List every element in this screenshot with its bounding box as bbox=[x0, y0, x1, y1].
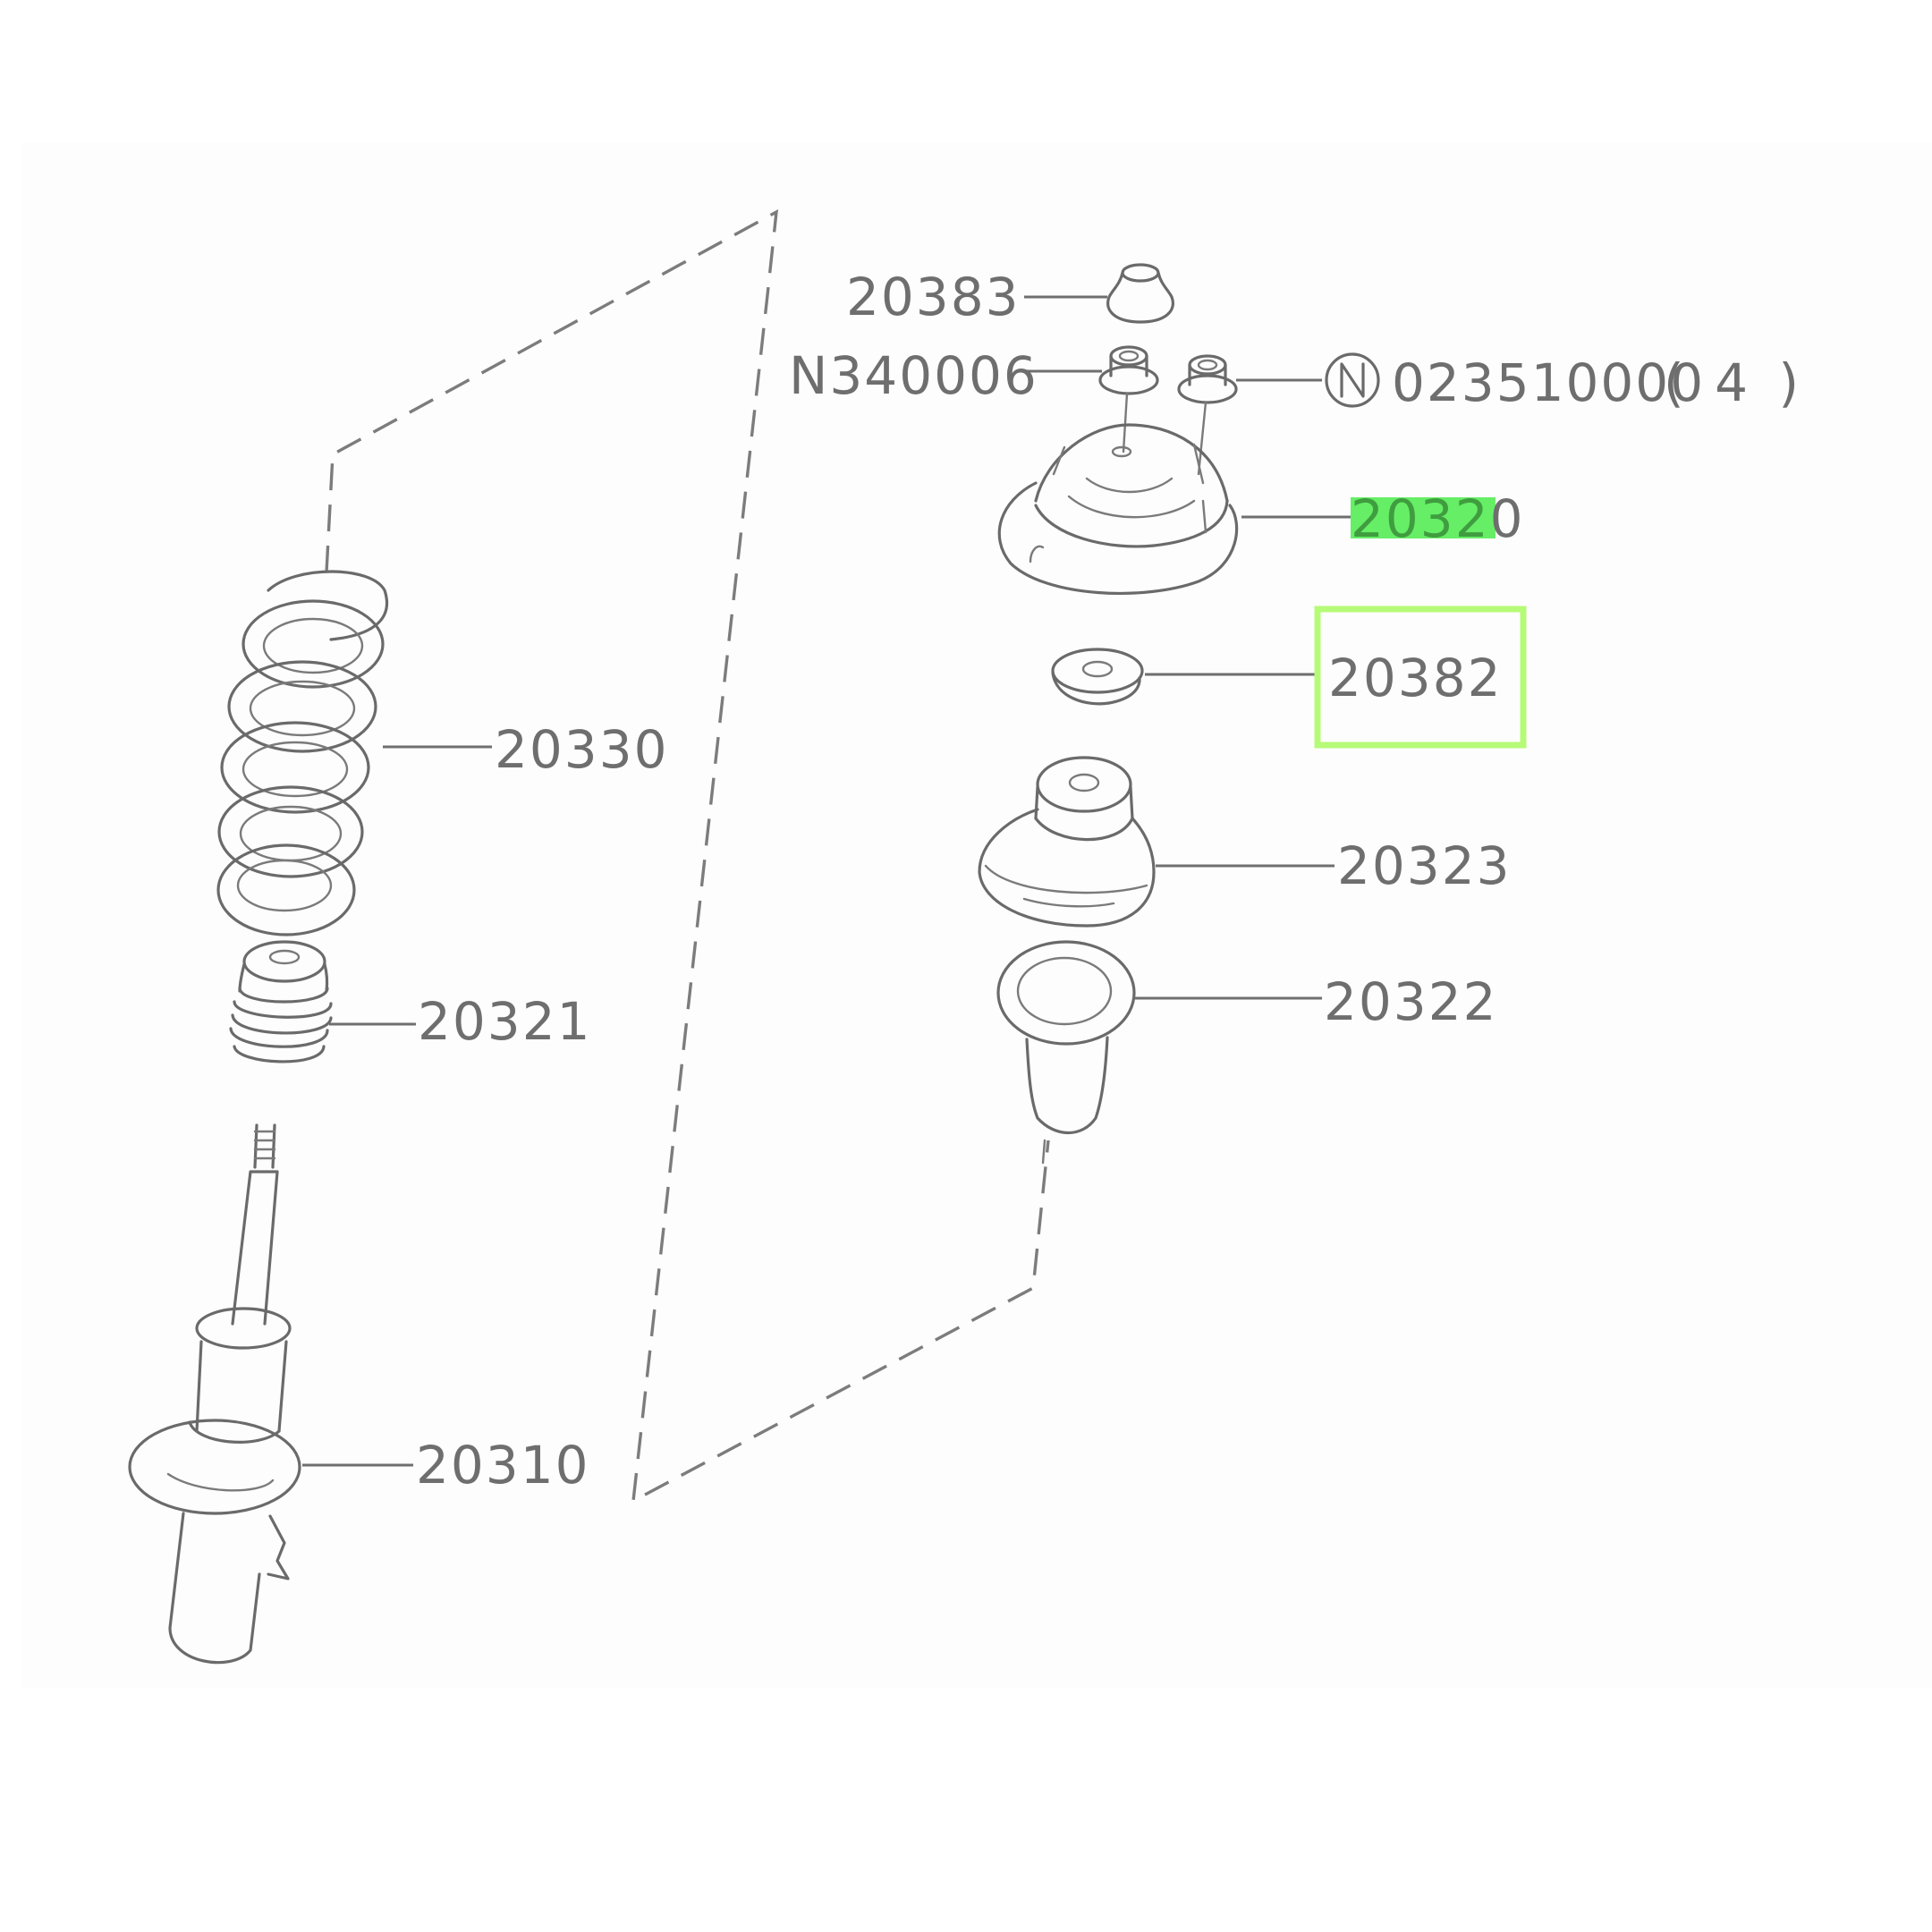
part-20323-spring-seat-icon[interactable] bbox=[978, 756, 1156, 928]
label-20321[interactable]: 20321 bbox=[418, 991, 592, 1052]
label-20320-rest: 0 bbox=[1490, 488, 1525, 549]
part-20320-strut-mount-icon[interactable] bbox=[997, 423, 1239, 595]
part-20382-washer-icon[interactable] bbox=[1051, 648, 1144, 706]
highlight-20320 bbox=[1351, 497, 1496, 538]
label-023510000-qty: ( 4 ) bbox=[1664, 352, 1806, 413]
label-20320-highlighted: 2032 bbox=[1351, 488, 1490, 549]
diagram-panel bbox=[21, 143, 1932, 1688]
part-N340006-nut-icon[interactable] bbox=[1098, 345, 1159, 453]
label-20330[interactable]: 20330 bbox=[495, 719, 669, 780]
label-N340006[interactable]: N340006 bbox=[789, 345, 1038, 406]
label-20320[interactable]: 20320 bbox=[1351, 488, 1525, 549]
label-20310[interactable]: 20310 bbox=[416, 1435, 590, 1496]
label-20382[interactable]: 20382 bbox=[1328, 648, 1503, 708]
assembly-dashed-outline bbox=[325, 208, 1050, 1504]
selection-box-20382 bbox=[1314, 606, 1527, 749]
label-023510000[interactable]: 023510000 bbox=[1392, 352, 1705, 413]
label-20323[interactable]: 20323 bbox=[1337, 835, 1512, 896]
part-20322-dust-boot-icon[interactable] bbox=[996, 940, 1136, 1165]
label-20383[interactable]: 20383 bbox=[846, 267, 1021, 327]
label-20322[interactable]: 20322 bbox=[1324, 971, 1498, 1032]
part-20321-bump-stop-icon[interactable] bbox=[229, 940, 333, 1063]
part-20310-strut-icon[interactable] bbox=[128, 1123, 301, 1665]
part-023510000-flange-nut-icon[interactable] bbox=[1177, 354, 1238, 476]
part-20330-coil-spring-icon[interactable] bbox=[216, 570, 389, 936]
part-20383-top-cap-icon[interactable] bbox=[1106, 263, 1174, 324]
n-circle-icon bbox=[1325, 352, 1380, 408]
